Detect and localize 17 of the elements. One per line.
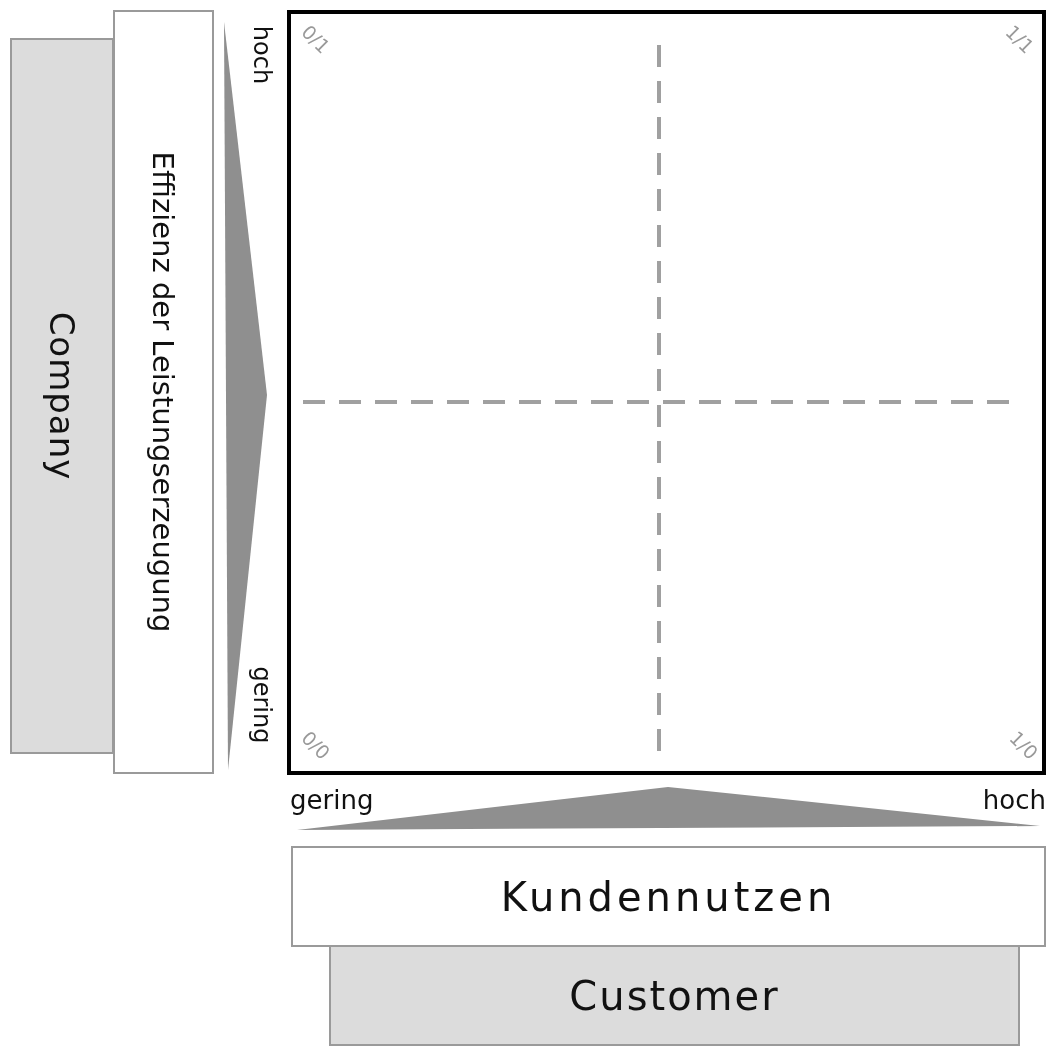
axis-end-label: gering <box>247 665 277 745</box>
side-label-box <box>329 945 1020 1046</box>
axis-title-box <box>113 10 214 774</box>
side-label-box <box>10 38 114 754</box>
axis-title: Customer <box>569 972 780 1019</box>
axis-title-box <box>291 846 1046 947</box>
corner-label: 0/1 <box>296 19 336 60</box>
axis-title: Effizienz der Leistungserzeugung <box>146 151 181 633</box>
corner-label: 1/0 <box>1004 725 1044 766</box>
matrix-frame <box>287 10 1046 775</box>
corner-label: 0/0 <box>296 725 336 766</box>
axis-end-label: gering <box>290 785 375 815</box>
axis-title: Company <box>42 311 82 481</box>
axis-end-label: hoch <box>981 785 1046 815</box>
axis-title: Kundennutzen <box>500 873 837 920</box>
axis-end-label: hoch <box>247 25 277 85</box>
corner-label: 1/1 <box>1000 19 1040 60</box>
